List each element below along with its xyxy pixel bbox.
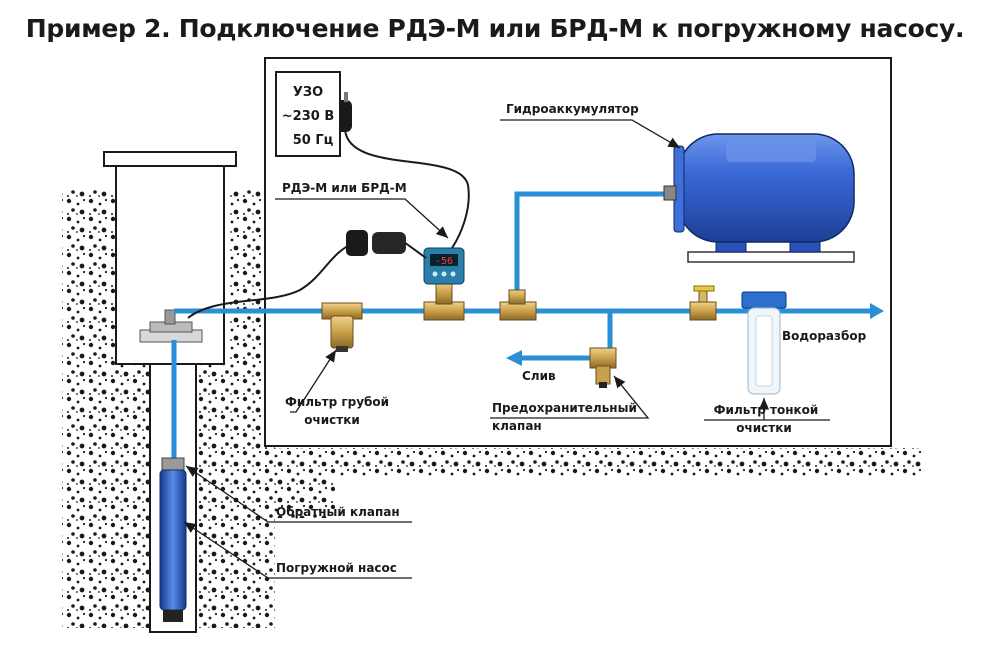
controller-cable [403,241,427,259]
coarse-filter-label-1: Фильтр грубой [285,395,389,409]
coarse-filter-leader [290,349,337,413]
accumulator-tank [663,133,855,263]
accumulator-label: Гидроаккумулятор [506,102,639,116]
well-head [139,309,203,343]
controller-tee [423,281,465,321]
drain-label: Слив [522,369,556,383]
check-valve-leader [185,465,412,523]
check-valve-label: Обратный клапан [276,505,400,519]
pressure-controller: -56 [423,247,465,285]
accumulator-leader [500,119,681,149]
drain-arrow [506,350,522,366]
uzo-label-2: ~230 В [282,109,334,124]
safety-valve-label-1: Предохранительный [492,401,637,415]
controller-display: -56 [435,256,453,267]
coarse-filter-label-2: очистки [304,413,360,427]
uzo-label-1: УЗО [293,85,323,100]
safety-valve [589,347,617,388]
controller-leader [275,198,449,239]
submersible-pump [159,457,187,622]
fine-filter [741,291,787,395]
coarse-filter [321,302,363,352]
soil-ground [62,188,925,628]
fine-filter-label-2: очистки [736,421,792,435]
safety-valve-label-2: клапан [492,419,542,433]
pump-cable [187,241,357,319]
controller-label: РДЭ-М или БРД-М [282,181,407,195]
page-title: Пример 2. Подключение РДЭ-М или БРД-М к … [25,14,965,43]
pump-label: Погружной насос [276,561,397,575]
ball-valve [689,285,717,321]
accumulator-pipe [514,191,664,311]
uzo-label-3: 50 Гц [293,133,334,148]
outlet-arrow [870,303,884,319]
accumulator-tee-branch [508,289,526,305]
power-cable [344,129,470,249]
water-outlet-label: Водоразбор [782,329,867,343]
fine-filter-label-1: Фильтр тонкой [714,403,819,417]
uzo-box [275,71,341,157]
safety-valve-leader [490,375,650,419]
cable-plug [346,230,406,256]
pump-leader [183,521,412,579]
accumulator-tee [499,301,537,321]
